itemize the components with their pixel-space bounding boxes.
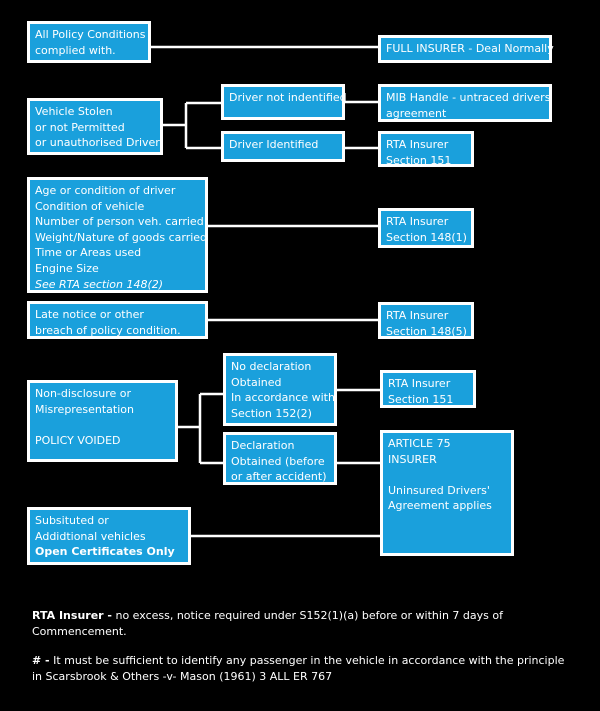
box-line: RTA Insurer — [386, 309, 449, 322]
box-line: or not Permitted — [35, 120, 125, 134]
box-line: RTA Insurer — [386, 138, 449, 151]
box-line: Open Certificates Only — [35, 545, 175, 559]
hash-note-text2: in Scarsbrook & Others -v- Mason (1961) … — [32, 670, 333, 683]
box-line: Driver Identified — [229, 138, 319, 151]
box-line: In accordance with — [231, 391, 335, 405]
box-line: Section 151 — [386, 153, 452, 167]
rta-note-text2: Commencement. — [32, 625, 127, 638]
driver-not-identified-box: Driver not indentified — [221, 84, 347, 120]
box-line: POLICY VOIDED — [35, 433, 121, 447]
box-line: Vehicle Stolen — [35, 105, 113, 118]
hash-note-text: It must be sufficient to identify any pa… — [49, 654, 565, 667]
rta-note-text: no excess, notice required under S152(1)… — [111, 609, 503, 622]
box-line — [35, 417, 170, 433]
box-line: No declaration — [231, 360, 312, 373]
box-line: Obtained (before — [231, 454, 325, 468]
box-line: Weight/Nature of goods carried — [35, 230, 208, 244]
box-line: All Policy Conditions — [35, 28, 146, 41]
box-line: Agreement applies — [388, 499, 492, 513]
box-line: Section 148(1) — [386, 230, 467, 244]
box-line: INSURER — [388, 452, 437, 466]
box-line: Engine Size — [35, 261, 99, 275]
article75-box: ARTICLE 75 INSURER Uninsured Drivers' Agree… — [380, 430, 514, 556]
box-line: or unauthorised Driver! — [35, 136, 165, 150]
box-line: Driver not indentified — [229, 91, 347, 104]
box-line: RTA Insurer — [386, 215, 449, 228]
box-line: complied with. — [35, 43, 116, 57]
box-line: Number of person veh. carried — [35, 215, 204, 229]
driver-identified-box: Driver Identified — [221, 131, 345, 162]
rta-note: RTA Insurer - no excess, notice required… — [32, 608, 503, 640]
box-line: breach of policy condition. — [35, 323, 181, 337]
box-line: Obtained — [231, 375, 282, 389]
vehicle-stolen-box: Vehicle Stolen or not Permitted or unautho… — [27, 98, 165, 155]
box-line: Uninsured Drivers' — [388, 483, 490, 497]
box-line: Late notice or other — [35, 308, 144, 321]
box-line: Section 152(2) — [231, 406, 312, 420]
box-line: Section 148(5) — [386, 324, 467, 338]
box-line: Time or Areas used — [35, 246, 142, 260]
hash-note: # - It must be sufficient to identify an… — [32, 653, 564, 685]
box-line: Age or condition of driver — [35, 184, 176, 197]
box-line: Non-disclosure or — [35, 387, 132, 400]
full-insurer-box: FULL INSURER - Deal Normally — [378, 35, 554, 63]
rta-note-lead: RTA Insurer - — [32, 609, 112, 622]
all-policy-box: All Policy Conditions complied with. — [27, 21, 151, 63]
hash-note-lead: # - — [32, 654, 50, 667]
box-line: agreement — [386, 106, 447, 120]
box-line: Section 151 — [388, 392, 454, 406]
box-line: ARTICLE 75 — [388, 437, 451, 450]
box-line: See RTA section 148(2) — [35, 277, 164, 291]
box-line: FULL INSURER - Deal Normally — [386, 42, 554, 55]
box-line: or after accident) — [231, 470, 327, 484]
box-line — [388, 467, 506, 483]
box-line: Subsituted or — [35, 514, 109, 527]
late-notice-box: Late notice or other breach of policy con… — [27, 301, 208, 339]
box-line: Addidtional vehicles — [35, 529, 146, 543]
box-line: RTA Insurer — [388, 377, 451, 390]
box-line: Misrepresentation — [35, 402, 134, 416]
mib-handle-box: MIB Handle - untraced drivers agreement — [378, 84, 552, 122]
box-line: MIB Handle - untraced drivers — [386, 91, 551, 104]
box-line: Declaration — [231, 439, 295, 452]
box-line: Condition of vehicle — [35, 199, 145, 213]
